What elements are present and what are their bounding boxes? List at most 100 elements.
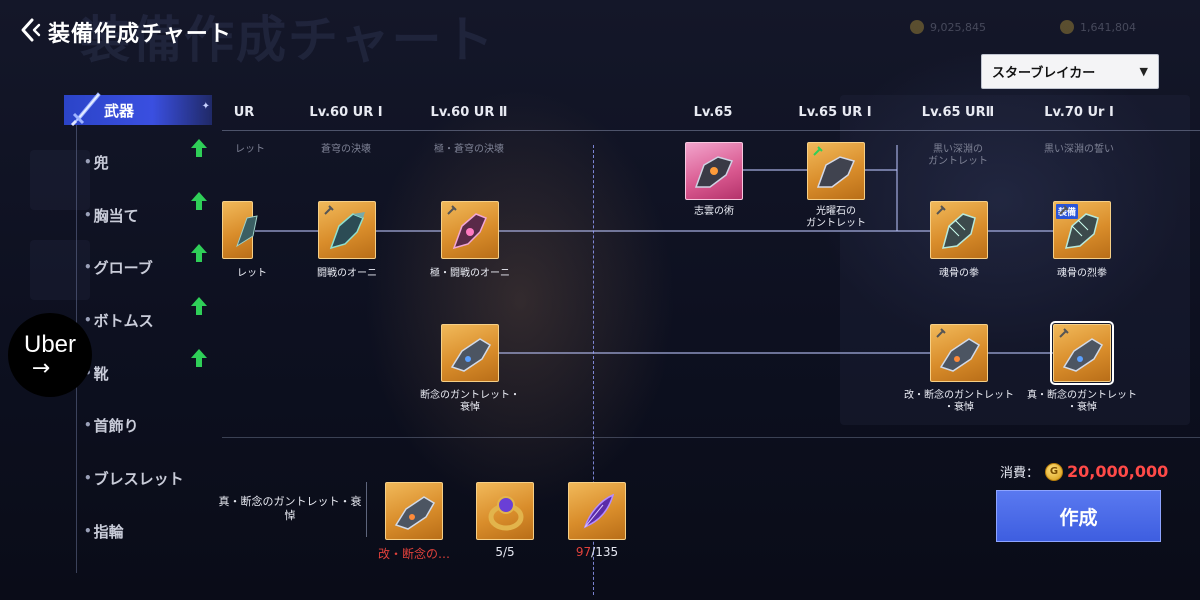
- bullet-icon: •: [84, 471, 92, 485]
- item-slot-selected[interactable]: [1050, 321, 1114, 385]
- sidebar-item-label: 指輪: [93, 522, 124, 541]
- sidebar-item-label: グローブ: [93, 258, 153, 277]
- material-count: 97/135: [576, 545, 618, 559]
- gauntlet-icon: [329, 212, 365, 250]
- header: 装備作成チャート: [0, 0, 600, 60]
- column-header: Lv.65 URⅡ: [921, 105, 995, 120]
- craft-hammer-icon: [447, 205, 457, 215]
- equipment-category-sidebar: 武器 ✦ •兜 •胸当て •グローブ •ボトムス •靴 •首飾り •ブレスレット…: [60, 92, 220, 575]
- material-count: 5/5: [495, 545, 514, 559]
- material-slot-ring[interactable]: [476, 482, 534, 540]
- sparkle-icon: ✦: [201, 101, 210, 112]
- arrow-right-icon: →: [31, 356, 51, 381]
- item-slot-equipped[interactable]: 装備: [1053, 201, 1111, 259]
- column-subtitle: 黒い深淵の誓い: [1044, 144, 1114, 155]
- page-title: 装備作成チャート: [48, 22, 232, 47]
- coin-icon: [1060, 20, 1074, 34]
- craft-hammer-icon: [936, 328, 946, 338]
- material-slot-gauntlet[interactable]: [385, 482, 443, 540]
- back-button[interactable]: [10, 13, 50, 47]
- create-button[interactable]: 作成: [996, 490, 1161, 542]
- header-divider: [222, 130, 1200, 131]
- column-header: Lv.60 UR Ⅰ: [309, 105, 383, 120]
- bullet-icon: •: [84, 524, 92, 538]
- cost-amount: 20,000,000: [1067, 462, 1169, 481]
- purple-feather-icon: [583, 493, 615, 529]
- item-slot[interactable]: [441, 201, 499, 259]
- column-subtitle: 黒い深淵の ガントレット: [928, 144, 988, 167]
- item-label: 魂骨の烈拳: [1057, 268, 1107, 279]
- sidebar-item-necklace[interactable]: •首飾り: [84, 410, 214, 440]
- sidebar-item-bracelet[interactable]: •ブレスレット: [84, 463, 214, 493]
- gauntlet-icon: [816, 156, 856, 188]
- gauntlet-icon: [394, 496, 436, 530]
- uber-label: Uber: [23, 331, 77, 358]
- item-label: 志雲の術: [694, 206, 734, 217]
- item-label: 光曜石の ガントレット: [806, 206, 866, 229]
- equipped-badge: 装備: [1056, 204, 1079, 219]
- background-ghost-panel: [840, 95, 1190, 425]
- sidebar-item-label: ブレスレット: [93, 469, 184, 488]
- ring-icon: [488, 496, 524, 531]
- material-requirement: 改・断念の…: [378, 545, 450, 562]
- back-arrow-icon: [21, 18, 41, 42]
- sidebar-item-label: 武器: [104, 101, 135, 120]
- gauntlet-icon: [1064, 213, 1099, 249]
- item-label: 闘戦のオーニ: [317, 268, 377, 279]
- gauntlet-icon: [939, 338, 981, 372]
- item-label: 真・断念のガントレット ・衰悼: [1027, 390, 1137, 413]
- item-slot-partial[interactable]: [222, 201, 258, 259]
- craft-hammer-icon: [813, 146, 823, 156]
- section-divider: [222, 437, 1200, 438]
- background-ghost-panel: [30, 150, 90, 210]
- background-currency-2: 1,641,804: [1060, 20, 1136, 34]
- sidebar-item-chest[interactable]: •胸当て: [84, 200, 214, 230]
- coin-icon: [910, 20, 924, 34]
- craft-cost: 消費： G 20,000,000: [1000, 462, 1168, 481]
- uber-overlay-button[interactable]: Uber →: [8, 313, 92, 397]
- column-header: Lv.60 UR Ⅱ: [430, 105, 508, 120]
- item-slot[interactable]: [807, 142, 865, 200]
- sidebar-item-weapon[interactable]: 武器 ✦: [64, 92, 212, 127]
- caret-down-icon: ▼: [1139, 65, 1148, 78]
- material-requirement-text: 改・断念の…: [377, 547, 451, 561]
- item-slot[interactable]: [930, 201, 988, 259]
- sidebar-item-gloves[interactable]: •グローブ: [84, 252, 214, 282]
- upgrade-arrow-icon: [191, 244, 207, 262]
- upgrade-arrow-icon: [191, 192, 207, 210]
- column-subtitle: 蒼穹の決壊: [321, 144, 371, 155]
- bullet-icon: •: [84, 260, 92, 274]
- sidebar-item-ring[interactable]: •指輪: [84, 516, 214, 546]
- weapon-type-dropdown[interactable]: スターブレイカー ▼: [981, 54, 1159, 89]
- upgrade-arrow-icon: [191, 297, 207, 315]
- item-label: 極・闘戦のオーニ: [430, 268, 510, 279]
- material-have: 97: [575, 545, 592, 559]
- craft-hammer-icon: [324, 205, 334, 215]
- dropdown-selected-value: スターブレイカー: [992, 66, 1096, 81]
- gauntlet-icon: [694, 156, 734, 188]
- sidebar-item-label: 胸当て: [93, 206, 139, 225]
- sidebar-item-bottoms[interactable]: •ボトムス: [84, 305, 214, 335]
- sidebar-item-label: 首飾り: [93, 416, 139, 435]
- item-slot[interactable]: [930, 324, 988, 382]
- item-slot[interactable]: [441, 324, 499, 382]
- background-ghost-title: 装備作成チャート: [80, 11, 496, 69]
- craft-hammer-icon: [1059, 328, 1069, 338]
- sidebar-item-label: ボトムス: [93, 311, 154, 330]
- item-label: 改・断念のガントレット ・衰悼: [904, 390, 1014, 413]
- bullet-icon: •: [84, 418, 92, 432]
- upgrade-arrow-icon: [191, 349, 207, 367]
- gauntlet-icon: [236, 215, 258, 248]
- column-header: UR: [233, 105, 255, 120]
- column-subtitle: 極・蒼穹の決壊: [434, 144, 504, 155]
- craft-hammer-icon: [1059, 205, 1069, 215]
- bullet-icon: •: [84, 208, 92, 222]
- item-slot[interactable]: [685, 142, 743, 200]
- item-slot[interactable]: [318, 201, 376, 259]
- materials-divider: [366, 482, 367, 537]
- background-currency-value: 1,641,804: [1080, 20, 1136, 34]
- material-slot-feather[interactable]: [568, 482, 626, 540]
- sidebar-item-helmet[interactable]: •兜: [84, 147, 214, 177]
- craft-target-name: 真・断念のガントレット・衰悼: [218, 495, 362, 522]
- upgrade-arrow-icon: [191, 139, 207, 157]
